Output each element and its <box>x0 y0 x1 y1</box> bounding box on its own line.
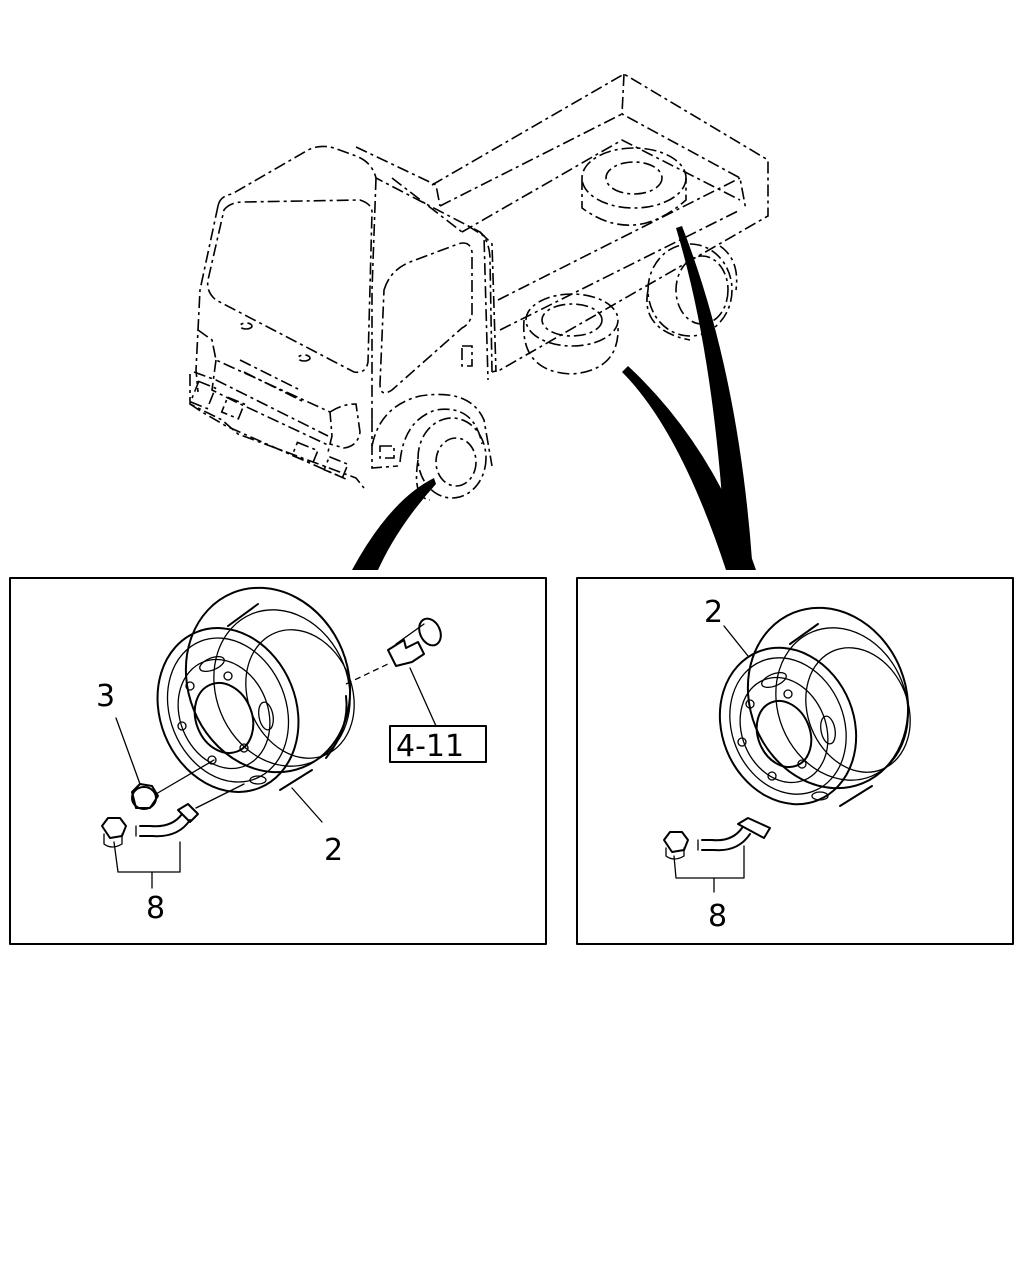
leader-rear-wheel-outer <box>676 226 752 560</box>
callout-rear-valve: 8 <box>708 899 727 934</box>
callout-wheel: 2 <box>324 833 343 868</box>
rear-wheel-panel: 2 8 <box>576 577 1014 945</box>
truck-cab <box>189 145 497 501</box>
bracket-valve <box>113 841 181 873</box>
wheel-nut <box>131 759 215 810</box>
rear-valve-extension-set <box>663 817 771 860</box>
wheel-stud <box>387 617 442 667</box>
front-wheel-panel: 3 8 2 4-11 <box>9 577 547 945</box>
front-disc-wheel <box>156 586 355 793</box>
leader-rear-wheel <box>723 625 749 657</box>
rear-wheel-frame <box>576 577 1014 945</box>
leader-nut <box>115 717 141 785</box>
callout-valve: 8 <box>146 891 165 926</box>
leader-wheel <box>291 787 323 823</box>
leader-ref <box>409 667 437 727</box>
valve-extension-set <box>101 783 245 848</box>
ref-box <box>389 725 487 763</box>
callout-rear-wheel: 2 <box>704 595 723 630</box>
truck-illustration <box>189 73 769 570</box>
callout-nut: 3 <box>96 679 115 714</box>
leader-front-wheel <box>352 478 436 570</box>
rear-bracket-valve <box>673 845 745 879</box>
front-wheel-frame <box>9 577 547 945</box>
rear-disc-wheel <box>718 606 911 807</box>
leader-rear-wheel-inner <box>622 366 756 570</box>
ref-label: 4-11 <box>396 729 464 764</box>
